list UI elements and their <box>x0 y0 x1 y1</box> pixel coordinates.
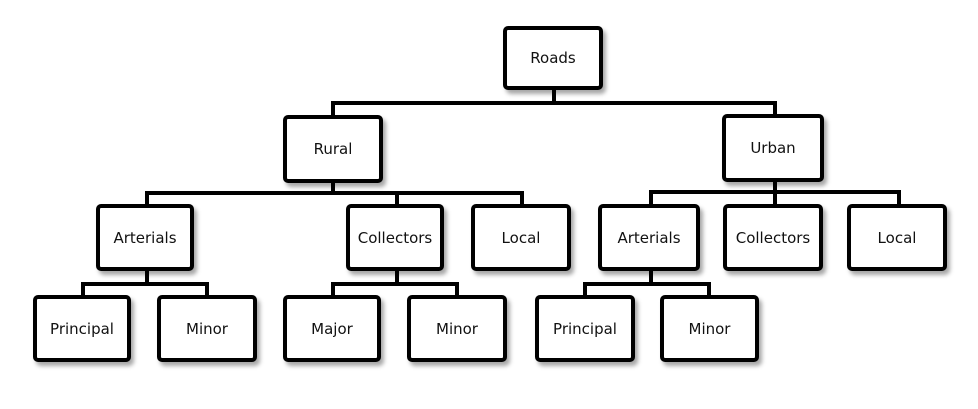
connector <box>583 282 587 296</box>
node-rural-arterials: Arterials <box>96 204 194 271</box>
connector <box>649 190 653 205</box>
connector <box>707 282 711 296</box>
connector <box>520 191 524 205</box>
node-rural-local: Local <box>471 204 571 271</box>
connector <box>205 282 209 296</box>
connector <box>773 190 777 205</box>
connector <box>583 282 711 286</box>
connector <box>331 182 335 194</box>
node-urban: Urban <box>722 114 824 182</box>
connector <box>395 191 399 205</box>
connector <box>897 190 901 205</box>
node-urban-arterials: Arterials <box>598 204 700 271</box>
connector <box>552 89 556 103</box>
node-rural-arterials-principal: Principal <box>33 295 131 362</box>
connector <box>455 282 459 296</box>
node-rural-collectors-major: Major <box>283 295 381 362</box>
connector <box>145 191 524 195</box>
node-urban-arterials-principal: Principal <box>535 295 635 362</box>
connector <box>331 101 777 105</box>
connector <box>331 282 335 296</box>
node-roads: Roads <box>503 26 603 90</box>
connector <box>331 282 459 286</box>
connector <box>331 101 335 118</box>
node-rural: Rural <box>283 115 383 183</box>
connector <box>649 270 653 284</box>
connector <box>395 270 399 284</box>
node-urban-collectors: Collectors <box>723 204 823 271</box>
connector <box>773 101 777 115</box>
node-urban-arterials-minor: Minor <box>660 295 759 362</box>
connector <box>145 270 149 284</box>
connector <box>145 191 149 205</box>
node-urban-local: Local <box>847 204 947 271</box>
connector <box>773 181 777 193</box>
connector <box>81 282 209 286</box>
connector <box>81 282 85 296</box>
node-rural-collectors-minor: Minor <box>407 295 507 362</box>
node-rural-arterials-minor: Minor <box>157 295 257 362</box>
node-rural-collectors: Collectors <box>346 204 444 271</box>
